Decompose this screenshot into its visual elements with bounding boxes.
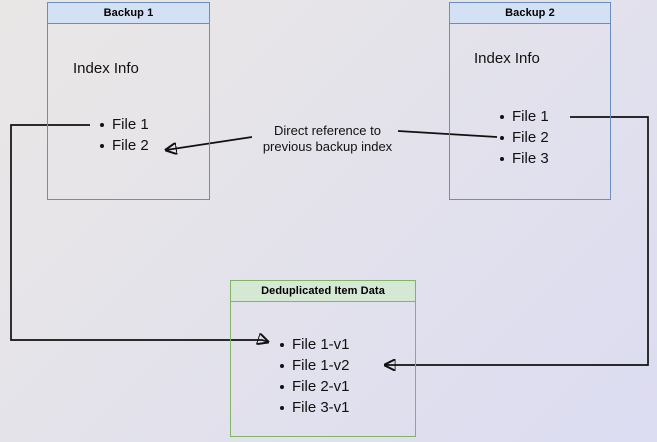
backup-2-box[interactable]: Backup 2 (449, 2, 611, 200)
list-item: File 1 (499, 106, 549, 127)
list-item: File 1-v1 (279, 334, 350, 355)
deduplicated-file-list: File 1-v1 File 1-v2 File 2-v1 File 3-v1 (279, 334, 350, 418)
deduplicated-item-data-header: Deduplicated Item Data (231, 281, 415, 302)
direct-reference-label: Direct reference to previous backup inde… (262, 123, 393, 154)
list-item: File 2-v1 (279, 376, 350, 397)
list-item: File 2 (499, 127, 549, 148)
list-item: File 3 (499, 148, 549, 169)
backup-2-section-title: Index Info (474, 50, 540, 67)
backup-1-section-title: Index Info (73, 60, 139, 77)
backup-2-file-list: File 1 File 2 File 3 (499, 106, 549, 169)
backup-1-file-list: File 1 File 2 (99, 114, 149, 156)
list-item: File 2 (99, 135, 149, 156)
backup-2-header: Backup 2 (450, 3, 610, 24)
list-item: File 3-v1 (279, 397, 350, 418)
list-item: File 1-v2 (279, 355, 350, 376)
deduplicated-item-data-box[interactable]: Deduplicated Item Data (230, 280, 416, 437)
list-item: File 1 (99, 114, 149, 135)
backup-1-box[interactable]: Backup 1 (47, 2, 210, 200)
backup-1-header: Backup 1 (48, 3, 209, 24)
